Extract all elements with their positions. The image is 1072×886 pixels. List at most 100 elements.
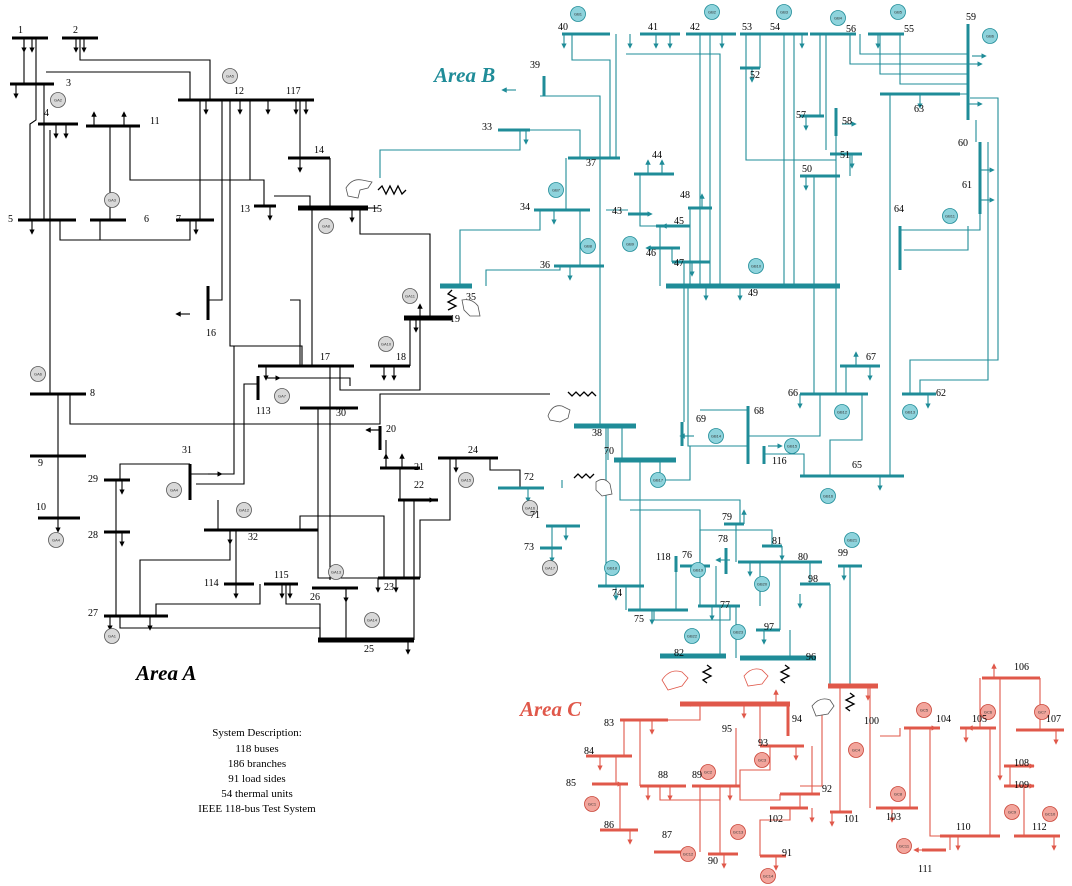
bus-label-107: 107 [1046, 714, 1061, 725]
generator-icon [730, 624, 746, 640]
generator-icon [50, 92, 66, 108]
hand-icon-96 [743, 668, 769, 687]
bus-label-44: 44 [652, 150, 662, 161]
bus-label-115: 115 [274, 570, 289, 581]
generator-tag: GB1 [574, 12, 583, 17]
area-a-title: Area A [134, 661, 196, 685]
bus-label-42: 42 [690, 22, 700, 33]
bus-label-75: 75 [634, 614, 644, 625]
line-57 [626, 53, 721, 286]
bus-label-39: 39 [530, 60, 540, 71]
bus-label-54: 54 [770, 22, 780, 33]
bus-label-62: 62 [936, 388, 946, 399]
generator-tag: GA7 [278, 394, 287, 399]
generator-icon [830, 10, 846, 26]
generator-tag: GC8 [894, 792, 903, 797]
bus-label-101: 101 [844, 814, 859, 825]
generator-tag: GB13 [905, 410, 916, 415]
bus-label-96: 96 [806, 652, 816, 663]
bus-label-84: 84 [584, 746, 594, 757]
bus-label-58: 58 [842, 116, 852, 127]
line-34 [190, 346, 235, 475]
generator-tag: GA1 [108, 634, 117, 639]
tie-line-breakers [345, 179, 856, 717]
hand-icon-15 [345, 179, 373, 199]
bus-label-20: 20 [386, 424, 396, 435]
line-15 [274, 195, 311, 208]
bus-label-116: 116 [772, 456, 787, 467]
bus-label-23: 23 [384, 582, 394, 593]
description-line: 186 branches [228, 758, 286, 770]
generator-icon [980, 704, 996, 720]
line-50 [516, 129, 581, 158]
line-105 [699, 529, 773, 566]
bus-label-69: 69 [696, 414, 706, 425]
generator-tag: GB12 [837, 410, 848, 415]
transmission-lines [23, 34, 1041, 856]
generator-tag: GB3 [780, 10, 789, 15]
generator-icon [820, 488, 836, 504]
generator-tag: GB15 [787, 444, 798, 449]
generator-icon [844, 532, 860, 548]
generator-tag: GB7 [552, 188, 561, 193]
bus-label-13: 13 [240, 204, 250, 215]
generator-tag: GA3 [108, 198, 117, 203]
generator-tag: GC11 [899, 844, 910, 849]
generator-icon [236, 502, 252, 518]
line-69 [899, 34, 968, 85]
system-description: System Description: 118 buses 186 branch… [198, 727, 316, 815]
generator-icon [730, 824, 746, 840]
bus-label-109: 109 [1014, 780, 1029, 791]
bus-label-61: 61 [962, 180, 972, 191]
generator-icon [784, 438, 800, 454]
line-1 [29, 38, 37, 220]
bus-label-7: 7 [176, 214, 181, 225]
bus-label-68: 68 [754, 406, 764, 417]
bus-label-55: 55 [904, 24, 914, 35]
generator-icon [776, 4, 792, 20]
generator-icon [890, 786, 906, 802]
bus-label-114: 114 [204, 578, 219, 589]
bus-label-98: 98 [808, 574, 818, 585]
generator-tag: GB23 [733, 630, 744, 635]
bus-label-97: 97 [764, 622, 774, 633]
generator-tag: GC4 [852, 748, 861, 753]
bus-label-102: 102 [768, 814, 783, 825]
generator-tag: GC2 [704, 770, 713, 775]
bus-label-63: 63 [914, 104, 924, 115]
bus-label-30: 30 [336, 408, 346, 419]
generator-icon [48, 532, 64, 548]
bus-label-73: 73 [524, 542, 534, 553]
bus-label-6: 6 [144, 214, 149, 225]
line-91 [764, 453, 805, 476]
bus-label-57: 57 [796, 110, 806, 121]
bus-label-21: 21 [414, 462, 424, 473]
bus-label-45: 45 [674, 216, 684, 227]
generator-icon [104, 628, 120, 644]
line-47 [266, 377, 351, 386]
bus-label-108: 108 [1014, 758, 1029, 769]
bus-label-53: 53 [742, 22, 752, 33]
generator-icon [684, 628, 700, 644]
bus-label-52: 52 [750, 70, 760, 81]
bus-label-8: 8 [90, 388, 95, 399]
generator-tag: GC6 [984, 710, 993, 715]
generator-icon [754, 752, 770, 768]
line-126 [739, 786, 781, 801]
bus-label-24: 24 [468, 445, 478, 456]
bus-label-11: 11 [150, 116, 160, 127]
line-19 [229, 100, 303, 366]
bus-label-51: 51 [840, 150, 850, 161]
generator-icon [896, 838, 912, 854]
generator-icon [274, 388, 290, 404]
area-c-title: Area C [518, 697, 582, 721]
bus-label-71: 71 [530, 510, 540, 521]
bus-label-79: 79 [722, 512, 732, 523]
generator-tag: GA13 [331, 570, 342, 575]
bus-label-31: 31 [182, 445, 192, 456]
generator-tag: GB18 [607, 566, 618, 571]
generator-tag: GA17 [545, 566, 556, 571]
generator-icon [690, 562, 706, 578]
bus-label-117: 117 [286, 86, 301, 97]
